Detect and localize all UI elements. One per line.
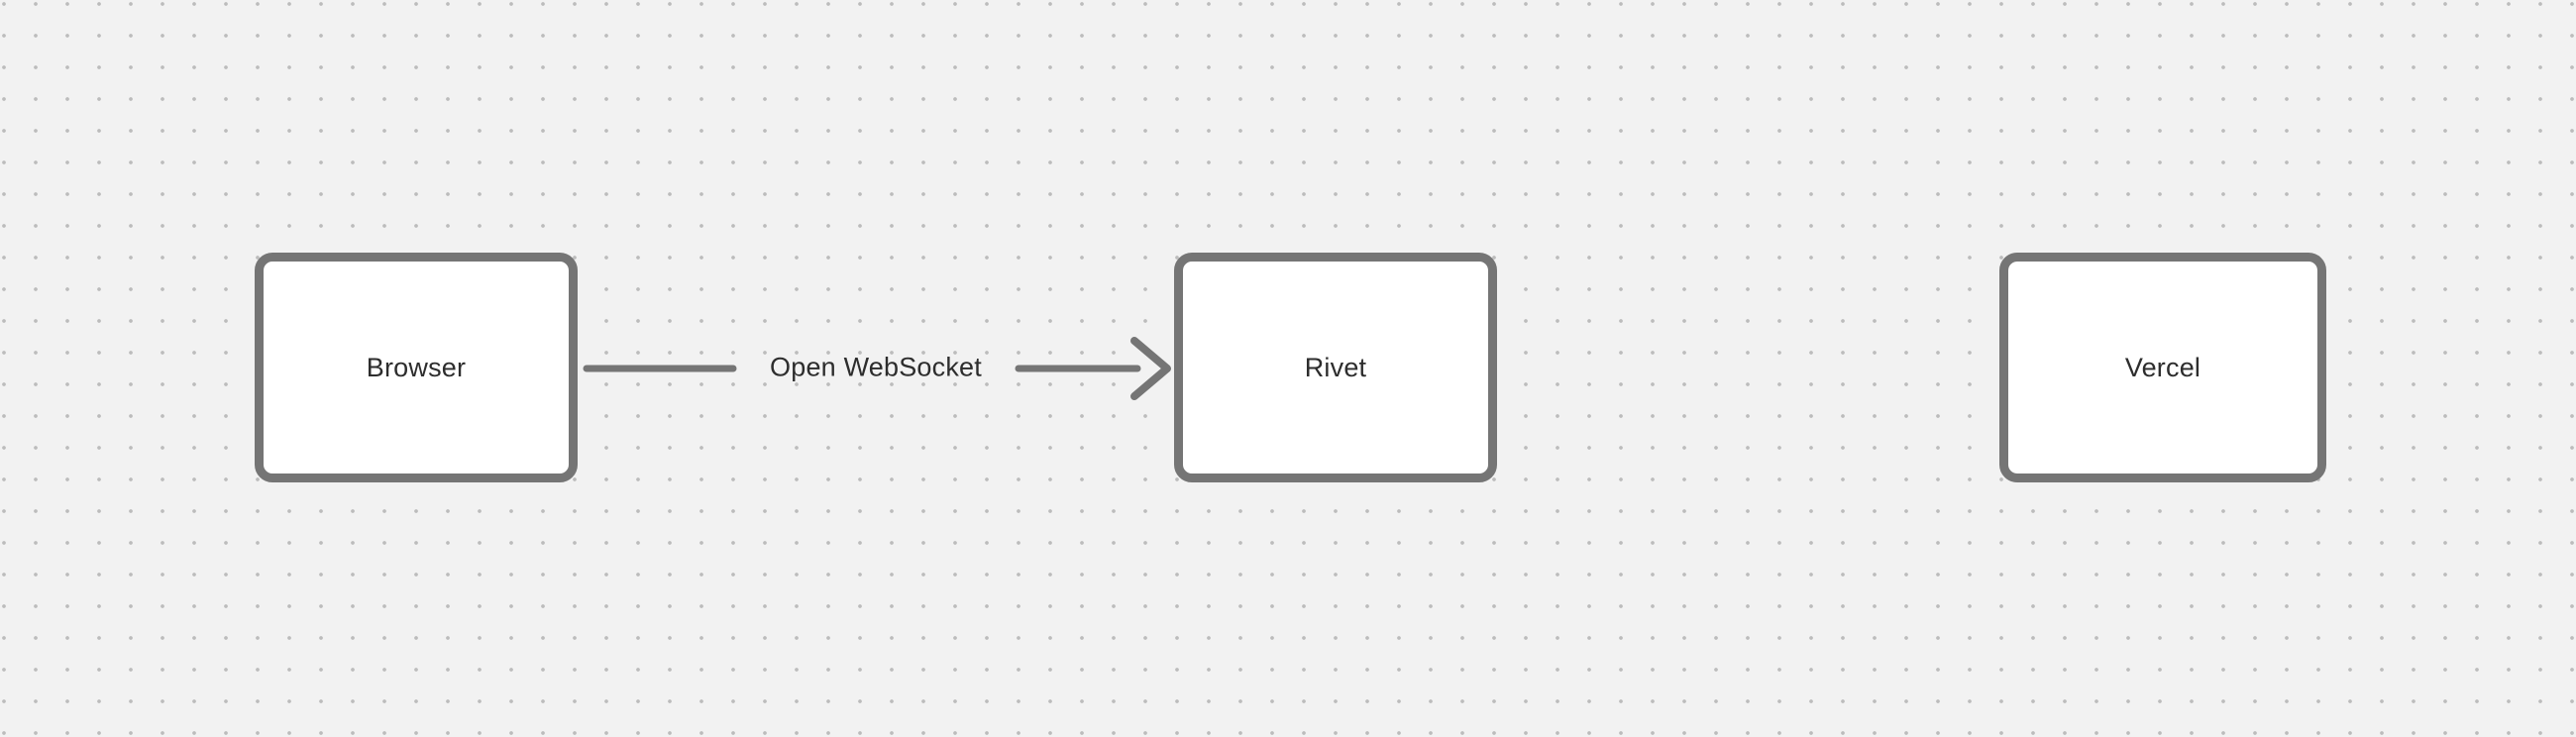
node-vercel-label: Vercel <box>2124 352 2201 382</box>
node-vercel[interactable]: Vercel <box>1999 253 2326 482</box>
arrowhead-chevron-icon <box>1130 337 1171 400</box>
node-rivet[interactable]: Rivet <box>1174 253 1497 482</box>
node-rivet-label: Rivet <box>1304 352 1367 382</box>
node-browser-label: Browser <box>366 352 467 382</box>
connector-label[interactable]: Open WebSocket <box>770 352 982 382</box>
node-browser[interactable]: Browser <box>255 253 578 482</box>
